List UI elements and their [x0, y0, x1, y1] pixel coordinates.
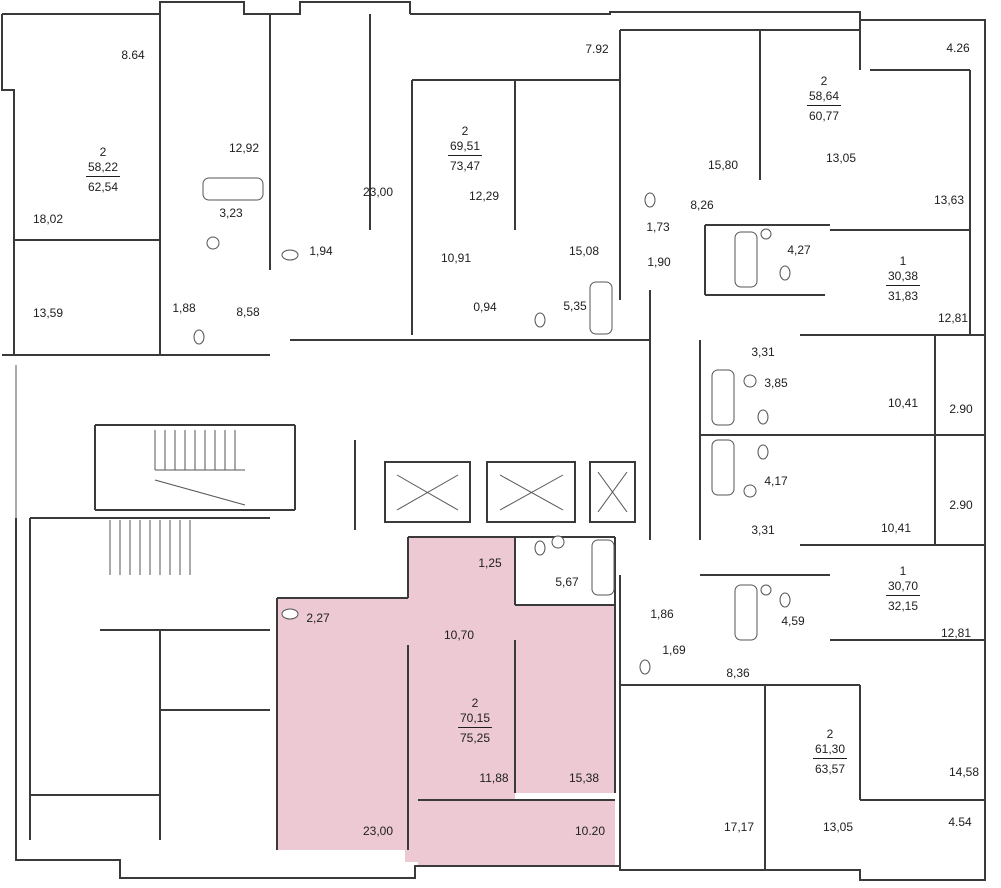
- room-area: 23,00: [362, 185, 394, 199]
- room-area: 14,58: [948, 765, 980, 779]
- room-area: 17,17: [723, 820, 755, 834]
- room-area: 4,27: [787, 243, 811, 257]
- apartment-label: 2 58,22 62,54: [85, 145, 121, 194]
- apartment-label: 1 30,70 32,15: [885, 564, 921, 613]
- room-area: 1,88: [172, 301, 196, 315]
- room-area: 10.20: [574, 824, 606, 838]
- room-area: 0,94: [473, 300, 497, 314]
- room-area: 8,58: [236, 305, 260, 319]
- room-area: 15,80: [707, 158, 739, 172]
- room-area: 13,63: [933, 193, 965, 207]
- room-area: 13,05: [822, 820, 854, 834]
- room-area: 8.64: [121, 48, 145, 62]
- room-area: 12,92: [228, 141, 260, 155]
- room-area: 7.92: [585, 42, 609, 56]
- room-area: 2,27: [306, 611, 330, 625]
- room-area: 8,36: [726, 666, 750, 680]
- room-area: 3,31: [751, 523, 775, 537]
- room-area: 2.90: [949, 402, 973, 416]
- apartment-label: 2 69,51 73,47: [447, 124, 483, 173]
- staircase: [109, 430, 246, 575]
- room-area: 4,59: [781, 614, 805, 628]
- room-area: 1,25: [478, 556, 502, 570]
- room-area: 10,41: [880, 521, 912, 535]
- room-area: 15,38: [568, 771, 600, 785]
- room-area: 12,81: [937, 311, 969, 325]
- apartment-label: 1 30,38 31,83: [885, 254, 921, 303]
- room-area: 10,91: [440, 251, 472, 265]
- room-area: 11,88: [479, 771, 509, 785]
- apartment-label: 2 58,64 60,77: [806, 74, 842, 123]
- room-area: 1,90: [647, 255, 671, 269]
- room-area: 12,81: [940, 626, 972, 640]
- room-area: 5,67: [555, 575, 579, 589]
- room-area: 18,02: [32, 212, 64, 226]
- room-area: 3,31: [751, 345, 775, 359]
- room-area: 8,26: [690, 198, 714, 212]
- room-area: 4.54: [948, 815, 972, 829]
- room-area: 10,41: [887, 396, 919, 410]
- room-area: 3,23: [219, 206, 243, 220]
- room-area: 4,17: [764, 474, 788, 488]
- room-area: 1,86: [650, 607, 674, 621]
- room-area: 1,94: [309, 244, 333, 258]
- room-area: 23,00: [362, 824, 394, 838]
- highlighted-apartment-fill: [277, 537, 615, 866]
- room-area: 2.90: [949, 498, 973, 512]
- room-area: 15,08: [568, 244, 600, 258]
- bathroom-fixtures: [193, 177, 791, 675]
- room-area: 3,85: [764, 376, 788, 390]
- exterior-walls: [1, 1, 986, 881]
- room-area: 10,70: [443, 628, 475, 642]
- room-area: 13,05: [825, 151, 857, 165]
- elevators: [384, 461, 636, 523]
- room-area: 1,73: [646, 220, 670, 234]
- room-area: 4.26: [946, 41, 970, 55]
- interior-walls: [14, 14, 985, 870]
- room-area: 5,35: [563, 299, 587, 313]
- room-area: 13,59: [32, 306, 64, 320]
- room-area: 1,69: [662, 643, 686, 657]
- apartment-label-highlighted[interactable]: 2 70,15 75,25: [457, 696, 493, 745]
- room-area: 12,29: [468, 189, 500, 203]
- apartment-label: 2 61,30 63,57: [812, 727, 848, 776]
